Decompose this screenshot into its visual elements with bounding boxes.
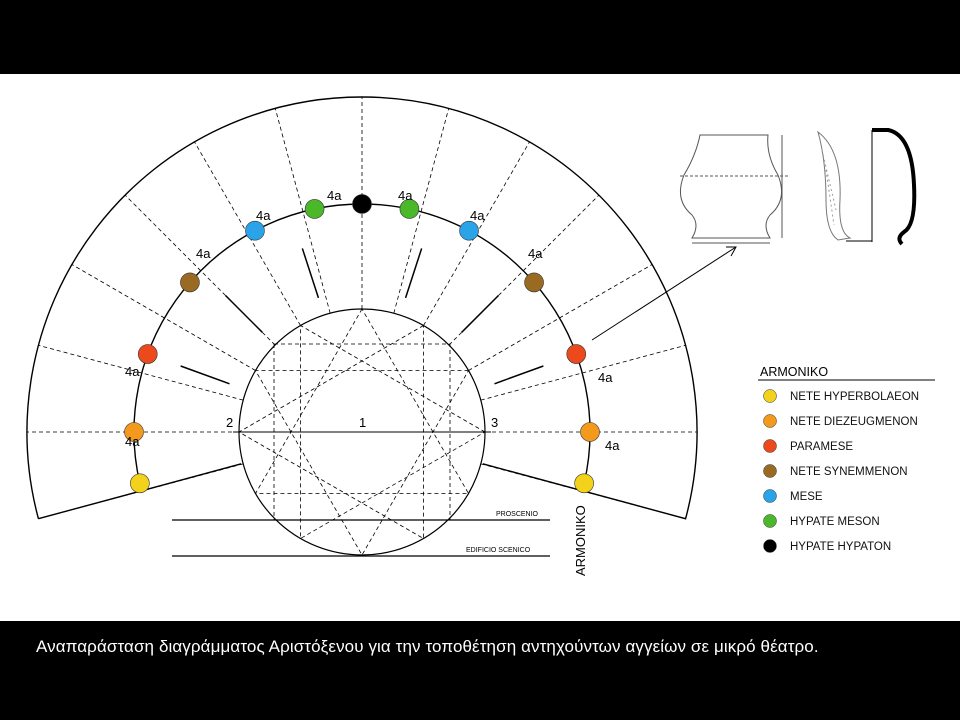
legend-swatch: [763, 439, 777, 453]
vase-drawing: [679, 130, 852, 244]
interval-label: 4a: [327, 188, 342, 203]
interval-label: 4a: [256, 208, 271, 223]
vase-profile: [872, 128, 917, 246]
legend-label: NETE DIEZEUGMENON: [790, 416, 918, 428]
legend-swatch: [763, 464, 777, 478]
vase-dot: [124, 422, 144, 442]
inscribed-triangle: [300, 324, 486, 540]
legend-label: HYPATE MESON: [790, 516, 880, 528]
radial-guide: [468, 264, 653, 371]
aisle-line: [180, 365, 230, 385]
theatre-structure: [26, 96, 698, 556]
vase-dot: [130, 473, 150, 494]
vase-dot: [352, 194, 372, 214]
vase-dot: [137, 344, 158, 364]
radial-guide: [480, 344, 686, 401]
radial-guide: [393, 108, 450, 314]
point-label: 3: [491, 415, 498, 430]
vase-dot: [574, 473, 594, 494]
legend-swatch: [763, 389, 777, 403]
interval-label: 4a: [470, 208, 485, 223]
interval-label: 4a: [598, 370, 613, 385]
diagram-labels: 4a 4a 4a 4a 4a 4a 4a 4a 4a 4a 1 2 3: [125, 188, 620, 453]
legend-items: NETE HYPERBOLAEON NETE DIEZEUGMENON PARAME…: [763, 389, 919, 553]
slide-caption: Αναπαράσταση διαγράμματος Αριστόξενου γι…: [36, 637, 819, 656]
radial-guide: [274, 108, 331, 314]
slide-canvas: 4a 4a 4a 4a 4a 4a 4a 4a 4a 4a 1 2 3 PROSCENIO EDIFIC…: [0, 74, 960, 621]
theatre-diagram: 4a 4a 4a 4a 4a 4a 4a 4a 4a 4a 1 2 3 PROSCENIO EDIFIC…: [26, 96, 935, 576]
inscribed-triangle: [254, 370, 470, 556]
legend-label: PARAMESE: [790, 441, 853, 453]
aisle-line: [224, 294, 263, 333]
legend-label: NETE SYNEMMENON: [790, 466, 908, 478]
inscribed-triangle: [254, 308, 470, 494]
legend-label: MESE: [790, 491, 823, 503]
vase-dot: [459, 220, 479, 241]
pointer-arrow: [591, 246, 737, 341]
radial-guide: [71, 264, 256, 371]
legend-swatch: [763, 414, 777, 428]
vase-dot: [304, 199, 325, 219]
legend-title: ARMONIKO: [760, 365, 828, 379]
legend-label: NETE HYPERBOLAEON: [790, 391, 919, 403]
vase-dot: [245, 220, 265, 241]
armoniko-vertical-label: ARMONIKO: [573, 505, 588, 576]
legend-label: HYPATE HYPATON: [790, 541, 891, 553]
proscenio-label: PROSCENIO: [496, 511, 539, 518]
inscribed-triangle: [238, 324, 424, 540]
aisle-line: [494, 365, 544, 385]
edificio-label: EDIFICIO SCENICO: [466, 547, 531, 554]
inscribed-square: [273, 343, 451, 521]
interval-label: 4a: [605, 438, 620, 453]
vase-dots: [124, 194, 600, 494]
vase-dot: [566, 344, 587, 364]
legend-swatch: [763, 539, 777, 553]
vase-dot: [580, 422, 600, 442]
point-label: 1: [359, 415, 366, 430]
interval-label: 4a: [125, 434, 140, 449]
point-label: 2: [226, 415, 233, 430]
interval-label: 4a: [196, 246, 211, 261]
radial-guide: [38, 344, 244, 401]
aisle-line: [404, 248, 423, 299]
legend-swatch: [763, 489, 777, 503]
legend-swatch: [763, 514, 777, 528]
interval-label: 4a: [528, 246, 543, 261]
vase-dot: [180, 272, 200, 293]
interval-label: 4a: [125, 364, 140, 379]
interval-label: 4a: [398, 188, 413, 203]
aisle-line: [301, 248, 320, 299]
aisle-line: [461, 294, 500, 333]
vase-dot: [399, 199, 420, 219]
vase-dot: [524, 272, 544, 293]
